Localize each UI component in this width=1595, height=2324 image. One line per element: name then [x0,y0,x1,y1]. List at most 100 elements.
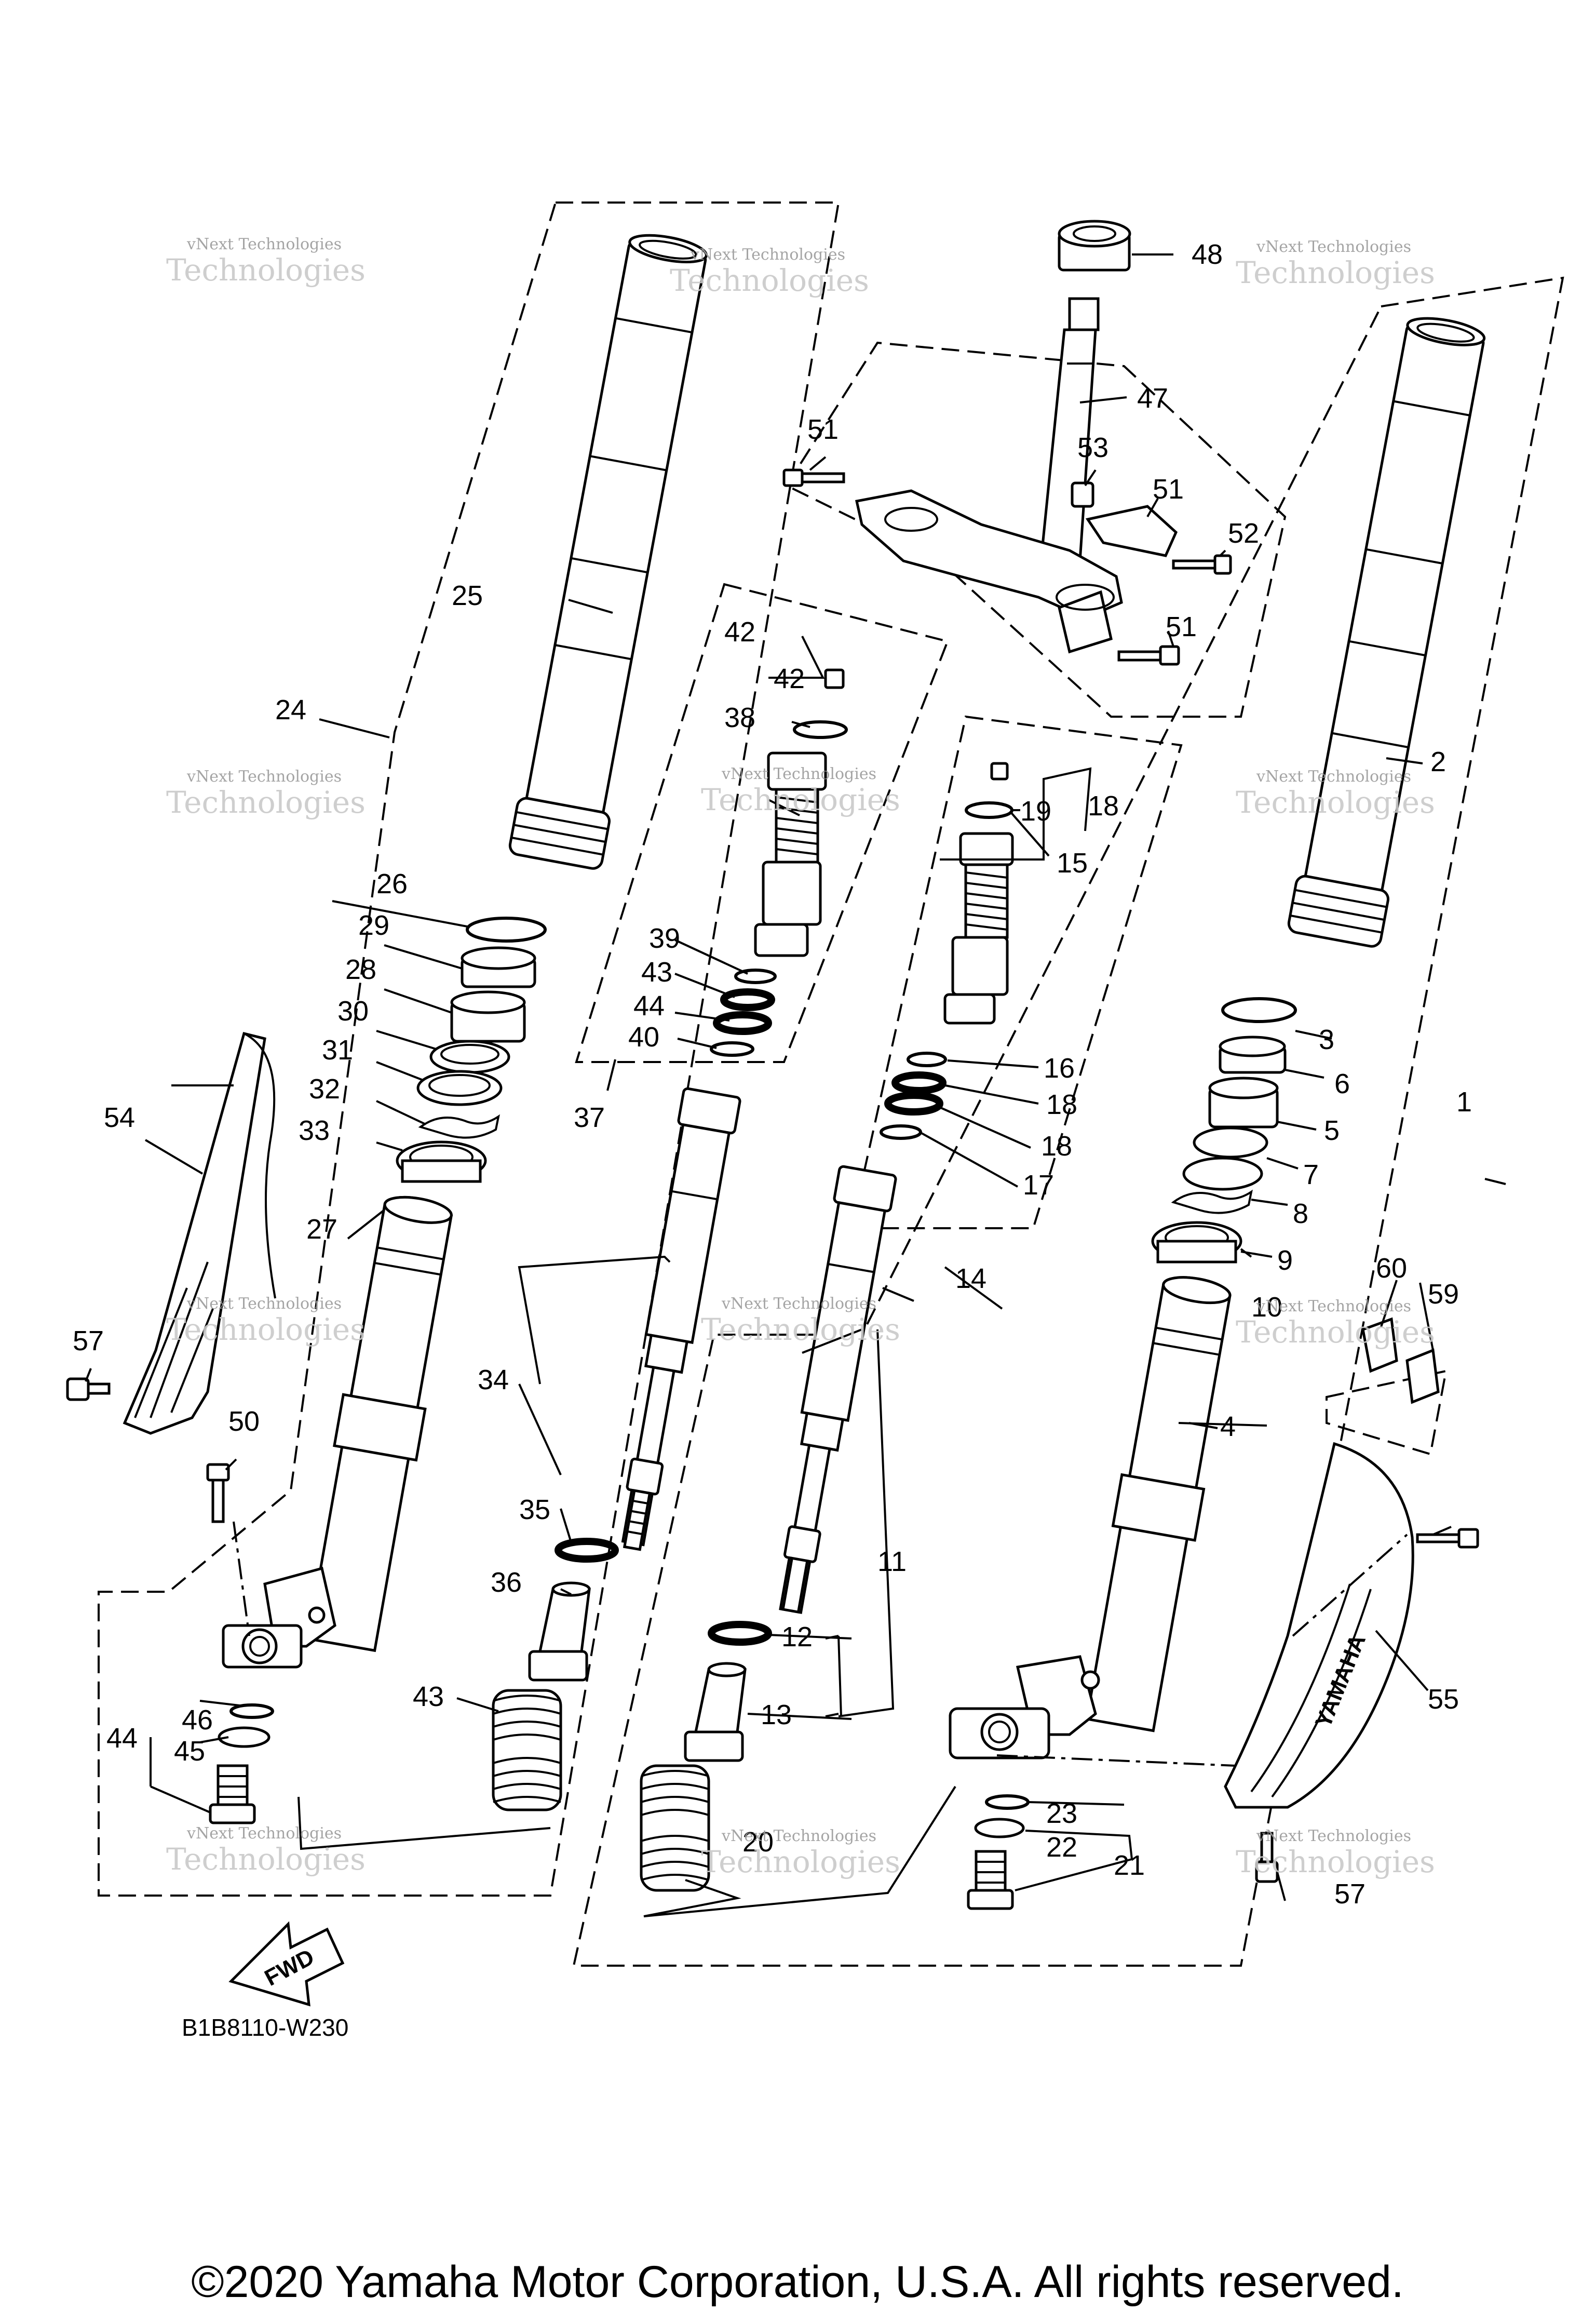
axle-bracket-right [949,1655,1100,1759]
svg-text:vNext Technologies: vNext Technologies [186,768,342,786]
bushing-31 [429,1040,510,1074]
callout-14: 14 [955,1263,986,1294]
svg-text:Technologies: Technologies [1236,1844,1435,1879]
callout-38: 37 [574,1102,605,1133]
bracket-58 [1405,1348,1440,1404]
callout-13: 13 [761,1699,792,1730]
svg-text:Technologies: Technologies [166,1842,366,1877]
callout-59: 60 [1376,1253,1407,1284]
callout-2: 2 [1430,746,1446,777]
svg-text:vNext Technologies: vNext Technologies [1256,238,1411,256]
callout-16: 16 [1044,1053,1075,1084]
inner-tube-left [508,234,708,870]
washer-47 [218,1726,271,1748]
bolt-22 [967,1850,1014,1910]
svg-text:vNext Technologies: vNext Technologies [186,1824,342,1843]
damper-rod-upper-left [754,751,827,957]
right-fork-assembly [949,317,1486,1910]
callout-51-top: 51 [807,414,839,445]
svg-text:vNext Technologies: vNext Technologies [1256,1297,1411,1315]
callout-24: 23 [1046,1798,1077,1829]
callout-18a: 18 [1046,1089,1077,1120]
oring-36 [555,1538,619,1563]
callout-37: 36 [491,1567,522,1598]
damper-cylinder-left [621,1087,741,1551]
spring-45 [492,1689,562,1811]
bushing-7 [1193,1126,1268,1159]
clip-9 [1171,1189,1253,1214]
seal-18b [884,1092,943,1116]
callout-50: 48 [1192,239,1223,270]
circlip-27 [466,917,547,943]
washer-8 [1182,1157,1263,1191]
callout-56: 55 [1428,1684,1459,1715]
callout-42a: 43 [641,957,672,988]
boundary-cartridge-left [575,583,949,1063]
callout-21: 20 [742,1826,774,1858]
seal-6 [1219,1036,1287,1074]
clip-33 [418,1114,500,1139]
callout-47: 45 [174,1736,205,1767]
callout-41: 40 [628,1022,659,1053]
right-fork-guard: YAMAHA [1224,1442,1414,1809]
callout-9: 9 [1277,1245,1293,1276]
callout-36: 35 [519,1494,550,1525]
screw-57-left [66,1377,111,1401]
steering-assembly [782,220,1232,666]
callout-29: 28 [345,954,376,985]
svg-text:vNext Technologies: vNext Technologies [721,1295,876,1313]
bolt-20 [990,762,1009,781]
oring-17 [880,1124,922,1140]
damper-cylinder-right [779,1165,897,1614]
boundary-steering [785,341,1287,718]
callout-18b: 18 [1041,1131,1072,1162]
oring-24 [985,1794,1030,1810]
callout-22: 21 [1114,1850,1145,1881]
svg-text:Technologies: Technologies [1236,255,1435,290]
callout-42b: 44 [633,990,665,1022]
callout-26: 25 [452,580,483,611]
callout-40: 39 [649,923,680,954]
boundary-left-fork [98,201,840,1897]
callout-19: 18 [1088,790,1119,822]
axle-bracket-left [222,1566,336,1669]
bolt-51-mid [1117,645,1180,666]
svg-text:Technologies: Technologies [1236,1314,1435,1350]
callout-6: 6 [1334,1068,1350,1099]
svg-text:vNext Technologies: vNext Technologies [690,246,845,264]
callout-43: 42 [724,616,755,648]
callout-46: 44 [106,1723,138,1754]
fwd-arrow: FWD [228,1921,345,2007]
damper-rod-upper-right [943,832,1014,1025]
collar-5 [1208,1077,1279,1129]
circlip-3 [1221,997,1297,1023]
callout-20: 19 [1020,796,1051,827]
bump-rubber-13 [684,1662,747,1762]
callout-53: 52 [1228,518,1259,549]
callout-17: 17 [1023,1170,1054,1201]
svg-text:vNext Technologies: vNext Technologies [1256,768,1411,786]
callout-1: 1 [1456,1086,1472,1118]
seal-42b [713,1011,772,1035]
callout-48: 46 [182,1704,213,1736]
left-fork-guard [123,1031,276,1435]
outer-tube-left [306,1195,453,1653]
oring-41 [710,1041,754,1057]
washer-32 [416,1070,503,1106]
spring-21 [640,1764,710,1892]
callout-54: 53 [1077,432,1109,463]
oring-48 [229,1703,274,1719]
drawing-code: B1B8110-W230 [182,2014,348,2041]
under-bracket [855,489,1123,654]
svg-text:Technologies: Technologies [166,1312,366,1347]
callout-32: 31 [322,1035,353,1066]
callout-10: 10 [1251,1292,1282,1323]
bolt-53 [1172,554,1232,575]
svg-text:Technologies: Technologies [1236,785,1435,820]
seal-30 [461,946,536,988]
bracket-52 [1085,505,1178,557]
oring-16 [907,1052,947,1067]
svg-text:vNext Technologies: vNext Technologies [186,1295,342,1313]
callout-30: 29 [358,910,389,941]
